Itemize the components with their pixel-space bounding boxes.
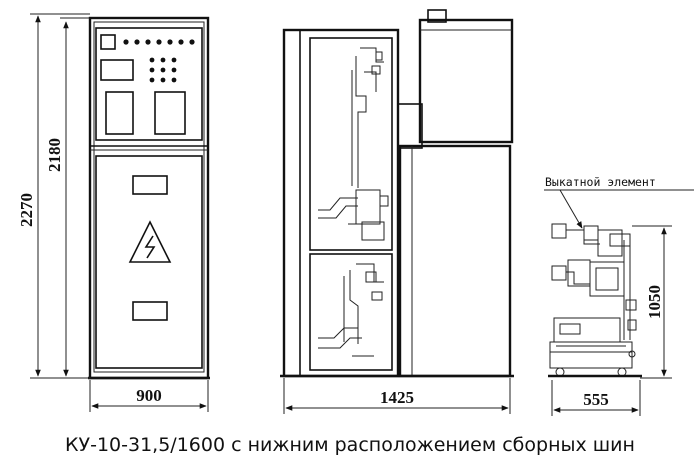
dim-text-900: 900 (136, 386, 162, 405)
dim-text-2270: 2270 (17, 193, 36, 227)
viewing-window-bottom (132, 301, 168, 321)
withdrawable-element-label: Выкатной элемент (545, 175, 656, 189)
relay-window-right (154, 91, 186, 135)
dim-module-height: 1050 (632, 225, 672, 379)
relay-compartment-door (95, 27, 203, 141)
side-cabinet-body (282, 28, 400, 378)
lightning-hazard-icon (128, 220, 172, 263)
dim-front-height-body: 2180 (45, 17, 90, 377)
meter-window (100, 59, 134, 81)
dim-module-depth: 555 (551, 380, 641, 416)
dim-text-1050: 1050 (645, 285, 664, 319)
withdrawable-element-view: Выкатной элемент (544, 175, 694, 378)
front-view (88, 16, 210, 380)
figure-caption: КУ-10-31,5/1600 с нижним расположением с… (65, 434, 635, 456)
indicator-window (100, 34, 116, 50)
viewing-window-top (132, 175, 168, 195)
connector-block (397, 103, 423, 149)
relay-window-left (105, 91, 134, 135)
dim-text-555: 555 (583, 390, 609, 409)
top-relay-box (418, 18, 514, 144)
lower-compartment (309, 253, 393, 371)
dim-front-width: 900 (89, 380, 209, 412)
side-view (280, 9, 514, 378)
breaker-compartment-door (95, 155, 203, 369)
top-bushing (427, 9, 447, 23)
dim-text-1425: 1425 (380, 388, 414, 407)
dim-side-depth: 1425 (283, 378, 511, 414)
front-cabinet-outline (88, 16, 210, 380)
upper-compartment (309, 37, 393, 251)
dim-front-height-total: 2270 (17, 13, 90, 379)
dim-text-2180: 2180 (45, 138, 64, 172)
indicator-lamps (123, 39, 195, 83)
upper-busbar-detail (318, 47, 389, 241)
withdrawable-breaker-assembly (549, 223, 637, 377)
rear-cabinet (398, 144, 512, 378)
lower-busbar-detail (318, 263, 384, 357)
